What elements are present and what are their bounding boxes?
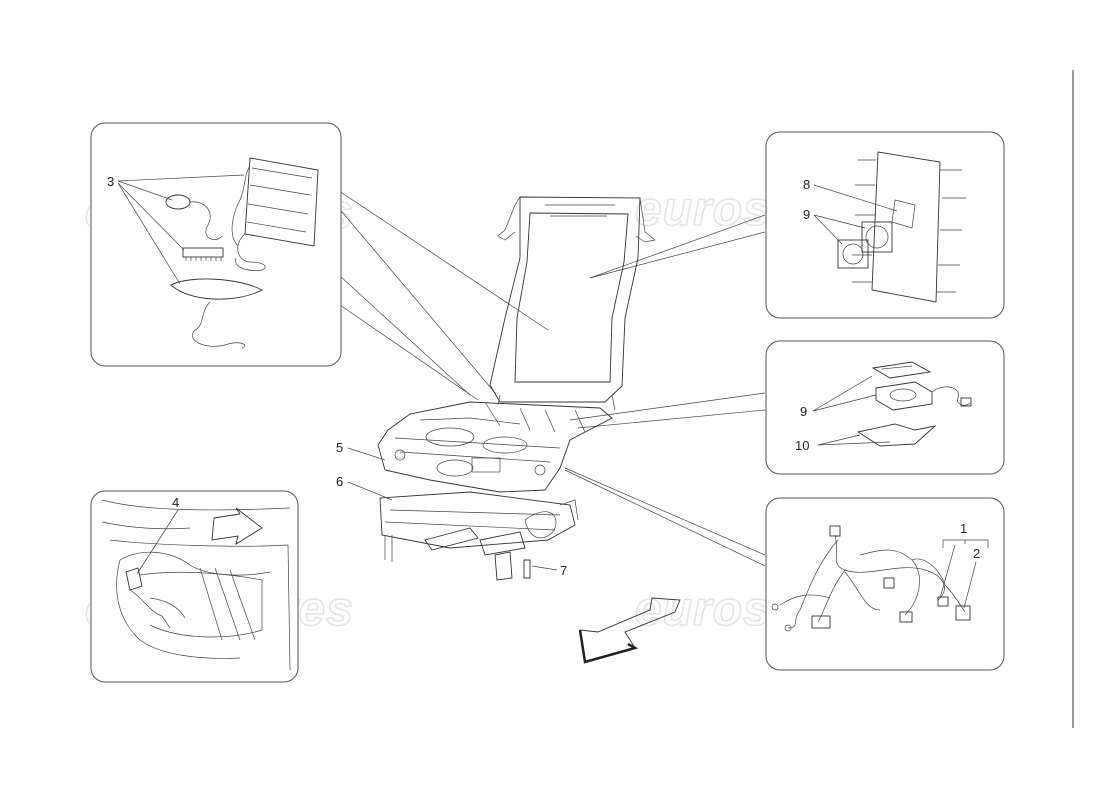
callout-1: 1 (960, 521, 967, 536)
callout-8: 8 (803, 177, 810, 192)
callout-7: 7 (560, 563, 567, 578)
panel-door-switch: 4 (90, 490, 299, 683)
callout-9-lower: 9 (800, 404, 807, 419)
arrow-shadow (578, 629, 639, 664)
seat-frame-assembly: 5 6 7 (336, 196, 656, 581)
callout-3: 3 (107, 174, 114, 189)
panel-cushion-fans: 9 10 (765, 340, 1005, 475)
callout-4: 4 (172, 495, 179, 510)
callout-2: 2 (973, 546, 980, 561)
callout-6: 6 (336, 474, 343, 489)
callout-5: 5 (336, 440, 343, 455)
panel-wiring-harness: 1 2 (765, 497, 1005, 671)
callout-10: 10 (795, 438, 809, 453)
callout-9-upper: 9 (803, 207, 810, 222)
panel-backrest-fans: 8 9 (765, 131, 1005, 319)
panel-heating-elements: 3 (90, 122, 342, 367)
